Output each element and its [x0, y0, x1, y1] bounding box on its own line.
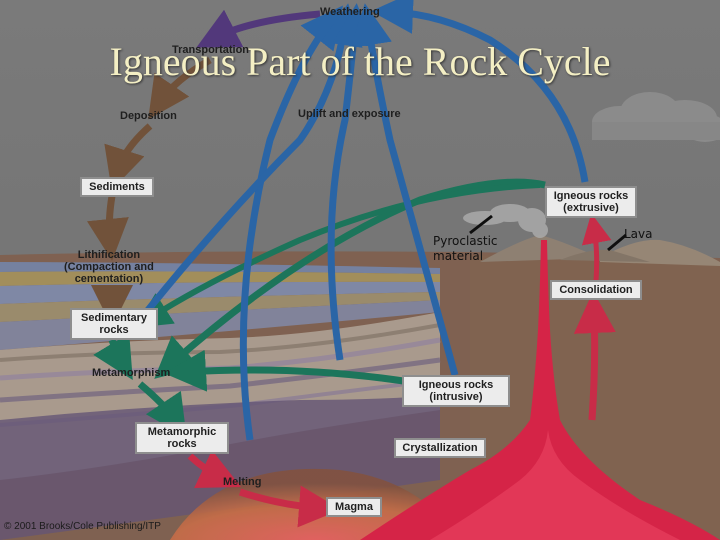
volcano-shape [480, 235, 600, 262]
pyroclastic-plume [463, 204, 548, 238]
box-sediments: Sediments [80, 177, 154, 197]
arrow-transportation-to-deposition [148, 56, 212, 120]
magma-glow [430, 430, 680, 540]
arrow-extrusive-to-weathering [371, 0, 589, 183]
box-igneous-extrusive: Igneous rocks (extrusive) [545, 186, 637, 218]
box-sedimentary-rocks: Sedimentary rocks [70, 308, 158, 340]
arrow-consolidation-to-extrusive [581, 213, 612, 283]
arrow-uplift-4 [350, 3, 459, 376]
arrow-sedimentary-to-metamorphism [93, 333, 133, 381]
arrow-uplift-3 [327, 3, 375, 361]
annotation-lava: Lava [624, 227, 653, 241]
cloud-icon [592, 92, 720, 142]
label-uplift: Uplift and exposure [298, 108, 401, 120]
label-metamorphism: Metamorphism [92, 367, 171, 379]
arrow-uplift-2 [137, 3, 363, 323]
arrow-extrusive-to-metamorphism [154, 178, 546, 379]
label-weathering: Weathering [320, 6, 380, 18]
slide-title: Igneous Part of the Rock Cycle [109, 39, 611, 84]
label-transportation: Transportation [172, 44, 250, 56]
label-lithification: Lithification (Compaction and cementatio… [64, 249, 154, 285]
arrow-metamorphism-to-metamorphic [137, 381, 187, 438]
pyroclastic-pointer-line [469, 214, 493, 235]
arrow-intrusive-to-metamorphism [164, 349, 411, 392]
metamorphic-band [0, 323, 441, 362]
box-consolidation: Consolidation [550, 280, 642, 300]
arrow-deposition-to-sediments [104, 123, 153, 191]
label-deposition: Deposition [120, 110, 177, 122]
annotation-pyroclastic: Pyroclastic material [433, 234, 498, 263]
lava-pointer-line [607, 233, 627, 252]
box-magma: Magma [326, 497, 382, 517]
arrow-extrusive-to-sedimentary [134, 182, 541, 328]
metamorphic-band [0, 357, 441, 403]
box-igneous-intrusive: Igneous rocks (intrusive) [402, 375, 510, 407]
arrow-sediments-to-lithification [87, 195, 129, 261]
copyright-text: © 2001 Brooks/Cole Publishing/ITP [4, 521, 161, 532]
box-metamorphic-rocks: Metamorphic rocks [135, 422, 229, 454]
volcano-shape [560, 249, 650, 262]
arrow-magma-to-consolidation [573, 291, 616, 421]
arrow-metamorphic-to-melting [187, 450, 241, 489]
box-crystallization: Crystallization [394, 438, 486, 458]
label-melting: Melting [223, 476, 262, 488]
arrow-melting-to-magma [238, 485, 341, 528]
magma-body [360, 240, 720, 540]
